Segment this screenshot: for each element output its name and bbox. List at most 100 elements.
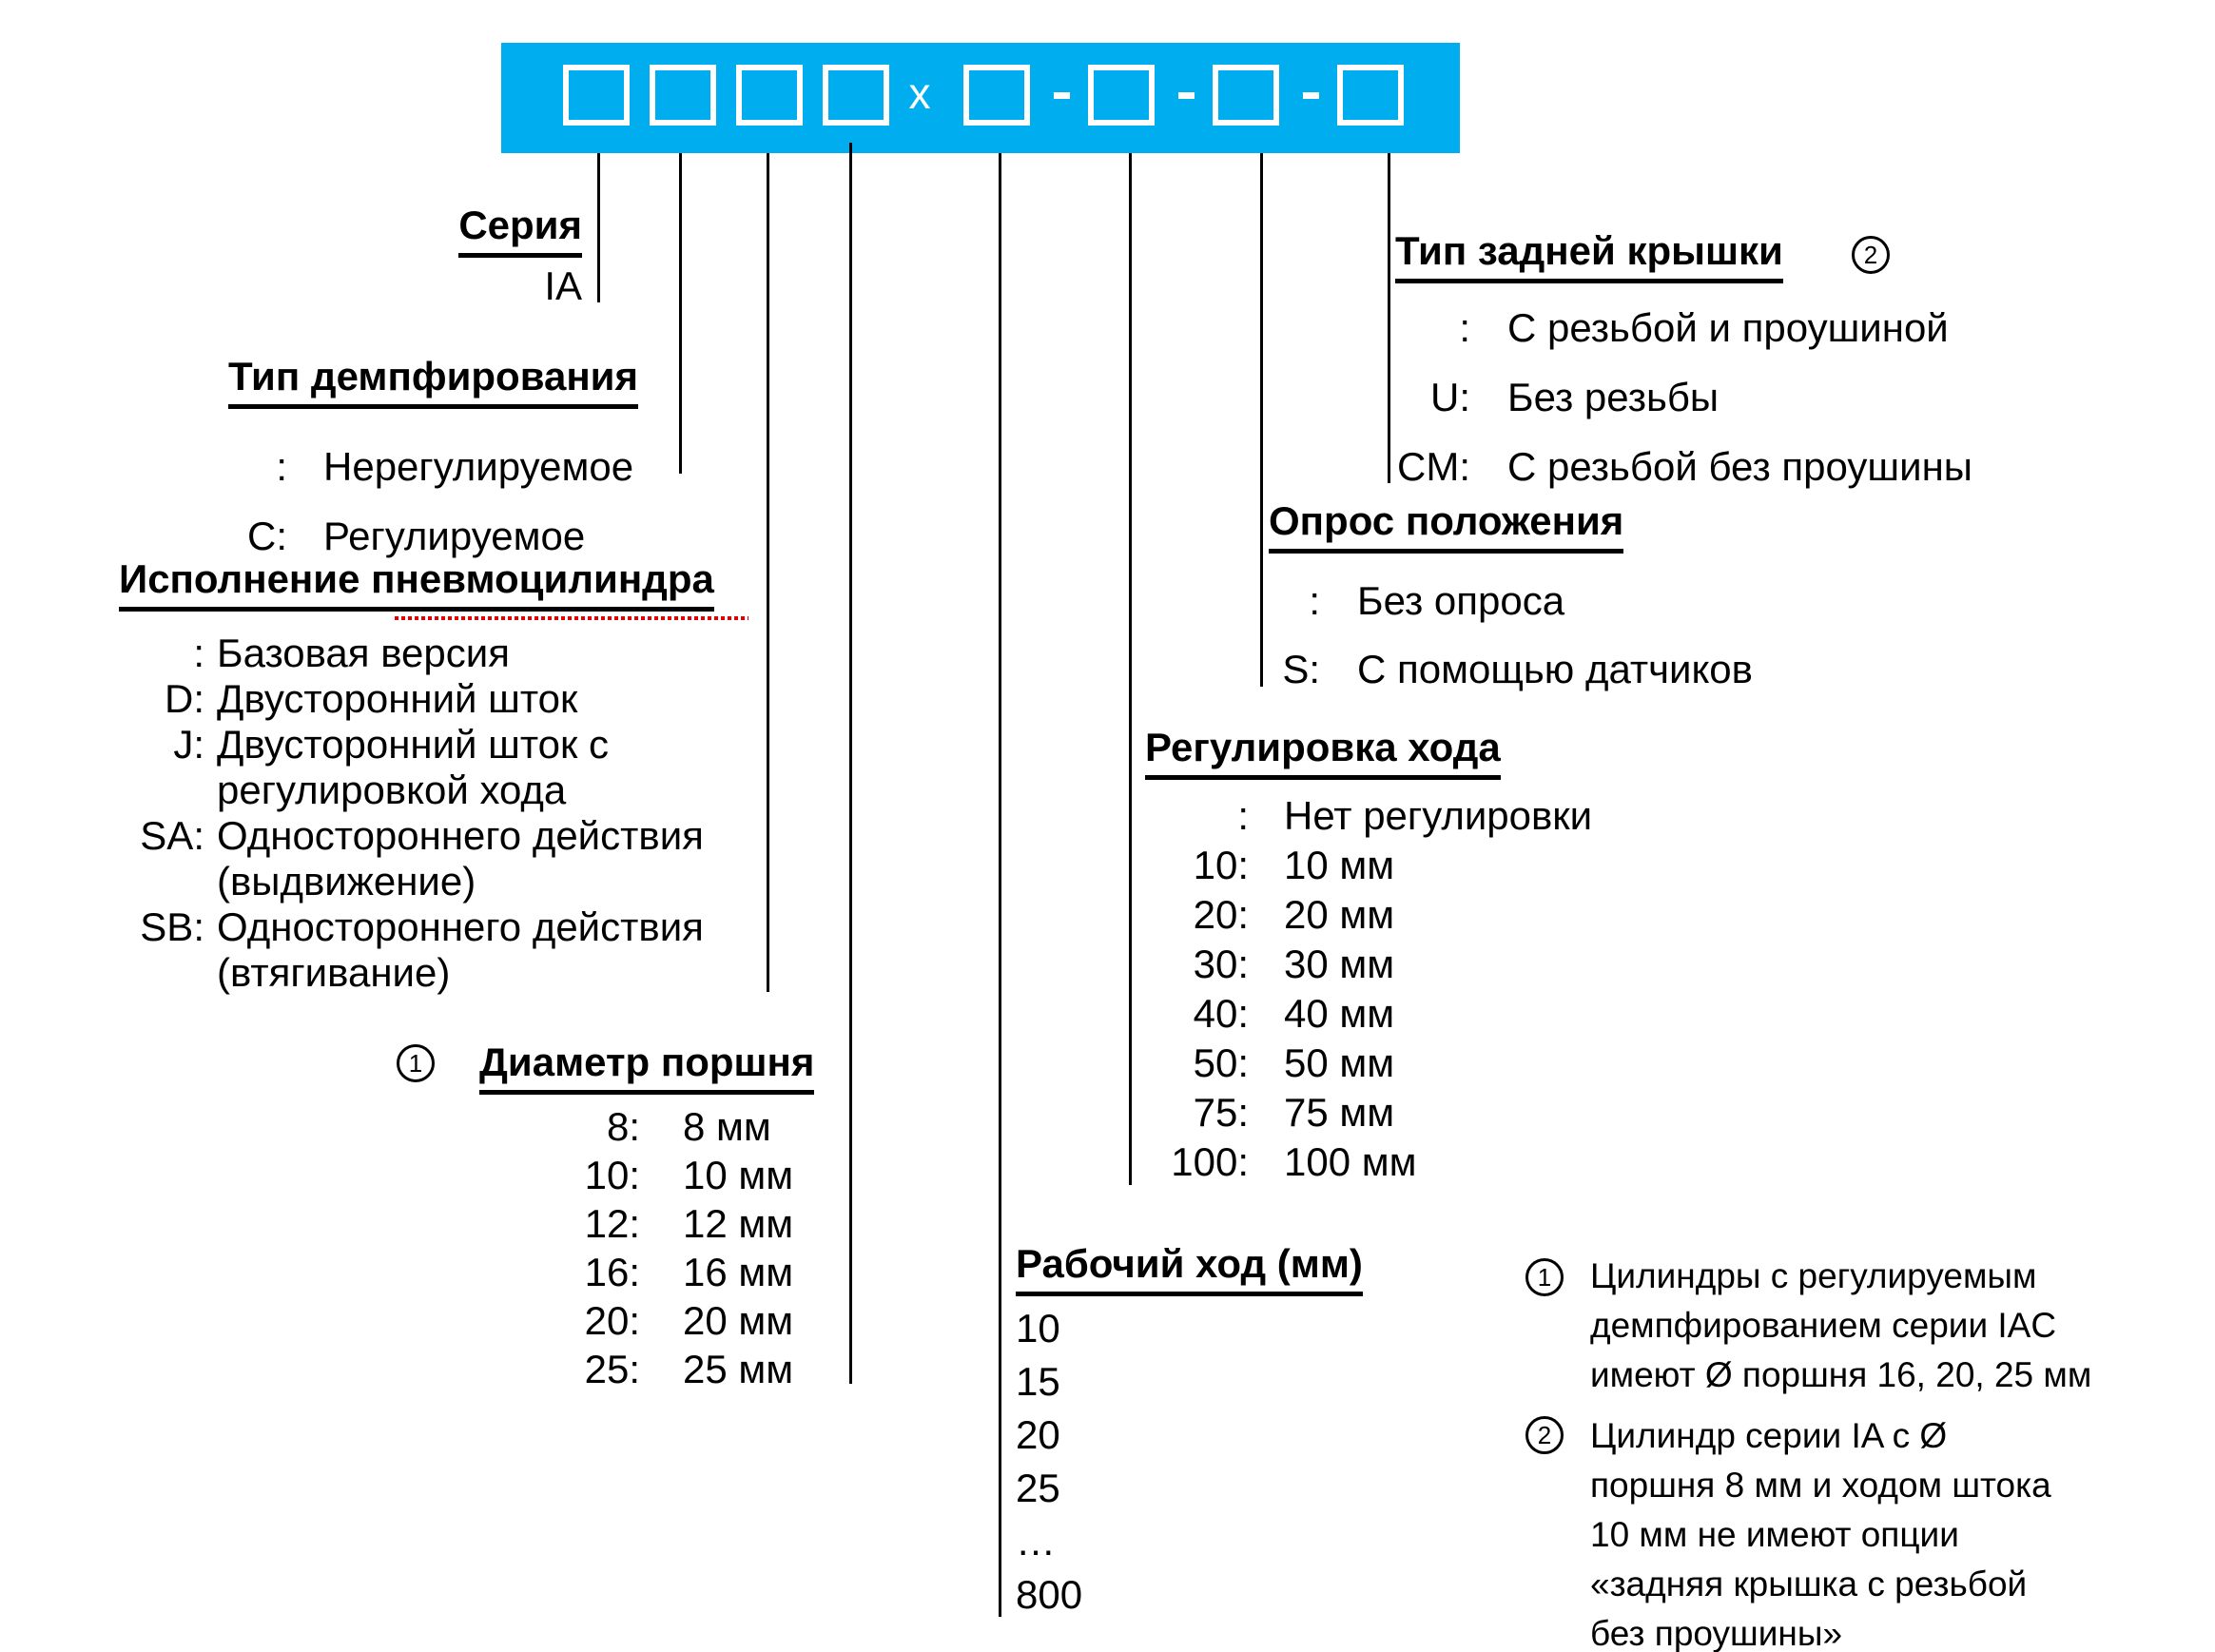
list-line: без проушины» (1590, 1614, 1843, 1652)
option-value: 8 мм (683, 1104, 771, 1149)
option-value: 20 мм (1284, 892, 1395, 937)
section-damping-title: Тип демпфирования (228, 354, 639, 409)
option-gap (1249, 890, 1284, 940)
option-code (119, 768, 204, 813)
option-code: 75: (1193, 1090, 1249, 1135)
section-series: Серия IA (361, 203, 582, 307)
option-gap (1470, 362, 1507, 432)
option-code: 10: (1193, 843, 1249, 887)
code-box-3 (736, 65, 803, 126)
section-adjust-title: Регулировка хода (1145, 725, 1501, 780)
section-series-title: Серия (458, 203, 582, 258)
option-value: Двусторонний шток с (217, 722, 610, 767)
option-gap (640, 1151, 683, 1199)
option-gap (1249, 940, 1284, 989)
option-gap (1470, 293, 1507, 362)
option-value: Нет регулировки (1284, 793, 1593, 838)
list-line: 800 (1016, 1572, 1083, 1617)
connector-line-adjust (1129, 153, 1132, 1185)
option-code: : (1309, 578, 1320, 623)
order-code-bar: x (501, 43, 1460, 153)
option-gap (204, 722, 217, 768)
connector-line-damping (679, 153, 682, 474)
option-code: 100: (1171, 1139, 1249, 1184)
option-value: Без опроса (1357, 578, 1565, 623)
option-gap (1470, 432, 1507, 501)
option-value: 25 мм (683, 1347, 794, 1391)
option-code: S: (1282, 647, 1320, 691)
option-gap (204, 950, 217, 996)
list-line: 20 (1016, 1412, 1060, 1457)
option-gap (640, 1345, 683, 1393)
option-code: : (1459, 305, 1470, 350)
option-code: SB: (140, 904, 204, 949)
option-value: 12 мм (683, 1201, 794, 1246)
option-value: С резьбой без проушины (1507, 444, 1972, 489)
option-code: 10: (584, 1153, 640, 1197)
connector-line-stroke (999, 153, 1001, 1617)
option-code: 8: (606, 1104, 640, 1149)
section-adjust: Регулировка хода : Нет регулировки 10: 10 м… (1145, 725, 1592, 1187)
option-gap (640, 1296, 683, 1345)
option-gap (287, 432, 323, 501)
note-2-circled-badge: 2 (1525, 1416, 1564, 1454)
connector-line-sensing (1260, 153, 1263, 687)
option-value: Без резьбы (1507, 375, 1720, 419)
option-code: 30: (1193, 942, 1249, 986)
connector-line-endcap (1388, 153, 1390, 483)
connector-line-execution (767, 153, 769, 992)
option-gap (640, 1248, 683, 1296)
option-gap (1249, 841, 1284, 890)
circled-2-badge: 2 (1852, 236, 1890, 274)
section-endcap-title: Тип задней крышки (1395, 228, 1783, 283)
list-line: 10 (1016, 1306, 1060, 1351)
option-gap (1320, 567, 1357, 635)
code-box-5 (963, 65, 1030, 126)
option-value: 10 мм (1284, 843, 1395, 887)
option-code: : (276, 444, 287, 489)
code-box-6 (1088, 65, 1155, 126)
option-gap (204, 859, 217, 904)
option-gap (204, 813, 217, 859)
option-value: 20 мм (683, 1298, 794, 1343)
option-value: 50 мм (1284, 1040, 1395, 1085)
code-box-8 (1337, 65, 1404, 126)
option-value: С резьбой и проушиной (1507, 305, 1949, 350)
option-value: 40 мм (1284, 991, 1395, 1036)
option-value: 16 мм (683, 1250, 794, 1294)
option-code: 12: (584, 1201, 640, 1246)
code-box-2 (650, 65, 716, 126)
option-value: Двусторонний шток (217, 676, 578, 721)
section-execution-title: Исполнение пневмоцилиндра (119, 556, 714, 612)
code-box-7 (1213, 65, 1279, 126)
option-gap (204, 768, 217, 813)
option-value: (втягивание) (217, 950, 451, 995)
option-gap (1249, 1137, 1284, 1187)
option-gap (204, 676, 217, 722)
option-code: : (1237, 793, 1249, 838)
option-code: CM: (1397, 444, 1470, 489)
section-endcap: Тип задней крышки : С резьбой и проушиной… (1395, 228, 1972, 501)
list-line: «задняя крышка с резьбой (1590, 1565, 2028, 1603)
option-code: 40: (1193, 991, 1249, 1036)
option-gap (1320, 635, 1357, 704)
option-code: 16: (584, 1250, 640, 1294)
option-gap (1249, 1039, 1284, 1088)
hyphen-separator-2 (1178, 92, 1195, 99)
option-gap (204, 904, 217, 950)
option-value: 100 мм (1284, 1139, 1417, 1184)
option-gap (640, 1102, 683, 1151)
x-separator: x (908, 68, 931, 118)
list-line: … (1016, 1519, 1056, 1564)
option-value: регулировкой хода (217, 768, 567, 812)
option-code: SA: (140, 813, 204, 858)
option-value: 30 мм (1284, 942, 1395, 986)
